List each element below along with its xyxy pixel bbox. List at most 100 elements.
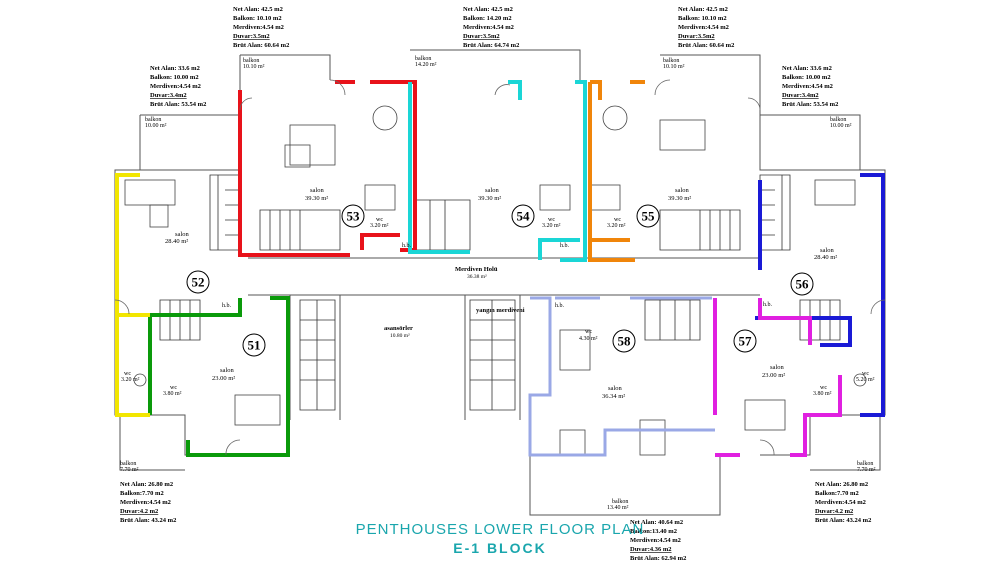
svg-text:Net Alan: 33.6 m2: Net Alan: 33.6 m2 xyxy=(150,65,200,72)
svg-text:Duvar:3.5m2: Duvar:3.5m2 xyxy=(463,33,500,40)
svg-text:10.10 m²: 10.10 m² xyxy=(663,64,685,70)
svg-text:h.b.: h.b. xyxy=(402,243,412,249)
svg-text:Merdiven:4.54 m2: Merdiven:4.54 m2 xyxy=(150,83,201,90)
svg-text:23.00 m²: 23.00 m² xyxy=(762,372,785,379)
svg-text:39.30 m²: 39.30 m² xyxy=(668,195,691,202)
unit-51-boundary xyxy=(148,296,290,457)
unit-marker-54: 54 xyxy=(511,204,535,228)
svg-text:53: 53 xyxy=(347,209,361,224)
svg-text:Net Alan: 26.80 m2: Net Alan: 26.80 m2 xyxy=(120,481,173,488)
svg-text:salon: salon xyxy=(608,385,622,392)
svg-text:Brüt Alan: 62.94 m2: Brüt Alan: 62.94 m2 xyxy=(630,555,686,562)
unit-54-boundary xyxy=(408,80,587,262)
svg-text:Brüt Alan: 53.54 m2: Brüt Alan: 53.54 m2 xyxy=(782,101,838,108)
svg-text:Merdiven:4.54 m2: Merdiven:4.54 m2 xyxy=(782,83,833,90)
svg-text:52: 52 xyxy=(192,275,205,290)
svg-text:Net Alan: 40.64 m2: Net Alan: 40.64 m2 xyxy=(630,519,683,526)
svg-text:Balkon:13.40 m2: Balkon:13.40 m2 xyxy=(630,528,677,535)
svg-text:36.34 m²: 36.34 m² xyxy=(602,393,625,400)
svg-text:balkon: balkon xyxy=(145,117,161,123)
stairs xyxy=(159,174,841,411)
svg-text:56: 56 xyxy=(796,277,810,292)
svg-text:28.40 m²: 28.40 m² xyxy=(165,238,188,245)
svg-text:39.30 m²: 39.30 m² xyxy=(478,195,501,202)
svg-text:Balkon:7.70 m2: Balkon:7.70 m2 xyxy=(120,490,164,497)
unit-markers: 51 52 53 54 55 56 57 58 xyxy=(186,204,814,357)
svg-text:Balkon: 10.10 m2: Balkon: 10.10 m2 xyxy=(678,15,727,22)
building-outline xyxy=(114,49,886,516)
svg-text:asansörler: asansörler xyxy=(384,325,413,332)
svg-text:28.40 m²: 28.40 m² xyxy=(814,254,837,261)
svg-text:10.00 m²: 10.00 m² xyxy=(145,123,167,129)
svg-text:55: 55 xyxy=(642,209,656,224)
svg-text:3.20 m²: 3.20 m² xyxy=(121,377,140,383)
svg-text:balkon: balkon xyxy=(243,58,259,64)
svg-text:Net Alan: 42.5 m2: Net Alan: 42.5 m2 xyxy=(678,6,728,13)
svg-text:salon: salon xyxy=(220,367,234,374)
unit-57-boundary xyxy=(713,298,842,457)
svg-text:salon: salon xyxy=(675,187,689,194)
svg-text:wc: wc xyxy=(585,329,592,335)
svg-text:Merdiven:4.54 m2: Merdiven:4.54 m2 xyxy=(678,24,729,31)
svg-text:balkon: balkon xyxy=(415,56,431,62)
svg-text:51: 51 xyxy=(248,338,261,353)
unit-marker-55: 55 xyxy=(636,204,660,228)
svg-text:Duvar:3.5m2: Duvar:3.5m2 xyxy=(678,33,715,40)
svg-text:balkon: balkon xyxy=(663,58,679,64)
svg-text:salon: salon xyxy=(770,364,784,371)
svg-text:Duvar:4.2 m2: Duvar:4.2 m2 xyxy=(120,508,158,515)
svg-text:balkon: balkon xyxy=(830,117,846,123)
svg-text:Brüt Alan: 43.24 m2: Brüt Alan: 43.24 m2 xyxy=(120,517,176,524)
area-info-top-right: Net Alan: 42.5 m2 Balkon: 10.10 m2 Merdi… xyxy=(678,6,734,49)
svg-text:4.30 m²: 4.30 m² xyxy=(579,336,598,342)
svg-text:Balkon: 10.00 m2: Balkon: 10.00 m2 xyxy=(782,74,831,81)
svg-text:7.70 m²: 7.70 m² xyxy=(857,467,876,473)
svg-text:salon: salon xyxy=(820,247,834,254)
unit-58-boundary xyxy=(528,296,715,457)
svg-text:salon: salon xyxy=(310,187,324,194)
svg-text:Brüt Alan: 60.64 m2: Brüt Alan: 60.64 m2 xyxy=(233,42,289,49)
svg-text:57: 57 xyxy=(739,334,753,349)
svg-text:7.70 m²: 7.70 m² xyxy=(120,467,139,473)
svg-text:Duvar:3.5m2: Duvar:3.5m2 xyxy=(233,33,270,40)
doors xyxy=(114,79,886,456)
svg-text:wc: wc xyxy=(124,371,131,377)
svg-text:Net Alan: 33.6 m2: Net Alan: 33.6 m2 xyxy=(782,65,832,72)
unit-52-boundary xyxy=(115,173,150,417)
svg-text:Brüt Alan: 60.64 m2: Brüt Alan: 60.64 m2 xyxy=(678,42,734,49)
unit-55-boundary xyxy=(588,80,645,262)
svg-text:23.00 m²: 23.00 m² xyxy=(212,375,235,382)
area-info-bottom-left: Net Alan: 26.80 m2 Balkon:7.70 m2 Merdiv… xyxy=(120,481,176,524)
svg-text:salon: salon xyxy=(175,231,189,238)
svg-text:Duvar:3.4m2: Duvar:3.4m2 xyxy=(150,92,187,99)
area-info-mid-left: Net Alan: 33.6 m2 Balkon: 10.00 m2 Merdi… xyxy=(150,65,206,108)
svg-text:14.20 m²: 14.20 m² xyxy=(415,62,437,68)
svg-text:wc: wc xyxy=(862,371,869,377)
svg-text:Merdiven:4.54 m2: Merdiven:4.54 m2 xyxy=(233,24,284,31)
svg-text:Brüt Alan: 64.74 m2: Brüt Alan: 64.74 m2 xyxy=(463,42,519,49)
svg-text:3.80 m²: 3.80 m² xyxy=(163,391,182,397)
svg-text:Balkon: 14.20 m2: Balkon: 14.20 m2 xyxy=(463,15,512,22)
block-subtitle: E-1 BLOCK xyxy=(453,540,547,556)
svg-text:wc: wc xyxy=(170,385,177,391)
svg-text:balkon: balkon xyxy=(612,499,628,505)
svg-text:Merdiven:4.54 m2: Merdiven:4.54 m2 xyxy=(815,499,866,506)
unit-marker-51: 51 xyxy=(242,333,266,357)
svg-text:wc: wc xyxy=(820,385,827,391)
plan-title: PENTHOUSES LOWER FLOOR PLAN xyxy=(355,521,645,538)
svg-text:Merdiven Holü: Merdiven Holü xyxy=(455,266,498,273)
area-info-bottom-center: Net Alan: 40.64 m2 Balkon:13.40 m2 Merdi… xyxy=(630,519,686,562)
svg-text:Duvar:3.4m2: Duvar:3.4m2 xyxy=(782,92,819,99)
svg-text:Net Alan: 26.80 m2: Net Alan: 26.80 m2 xyxy=(815,481,868,488)
area-info-bottom-right: Net Alan: 26.80 m2 Balkon:7.70 m2 Merdiv… xyxy=(815,481,871,524)
svg-text:Merdiven:4.54 m2: Merdiven:4.54 m2 xyxy=(463,24,514,31)
svg-text:wc: wc xyxy=(548,217,555,223)
svg-text:10.10 m²: 10.10 m² xyxy=(243,64,265,70)
svg-text:3.20 m²: 3.20 m² xyxy=(607,223,626,229)
svg-text:10.00 m²: 10.00 m² xyxy=(830,123,852,129)
svg-text:Balkon:7.70 m2: Balkon:7.70 m2 xyxy=(815,490,859,497)
svg-text:h.b.: h.b. xyxy=(222,303,232,309)
svg-text:39.30 m²: 39.30 m² xyxy=(305,195,328,202)
